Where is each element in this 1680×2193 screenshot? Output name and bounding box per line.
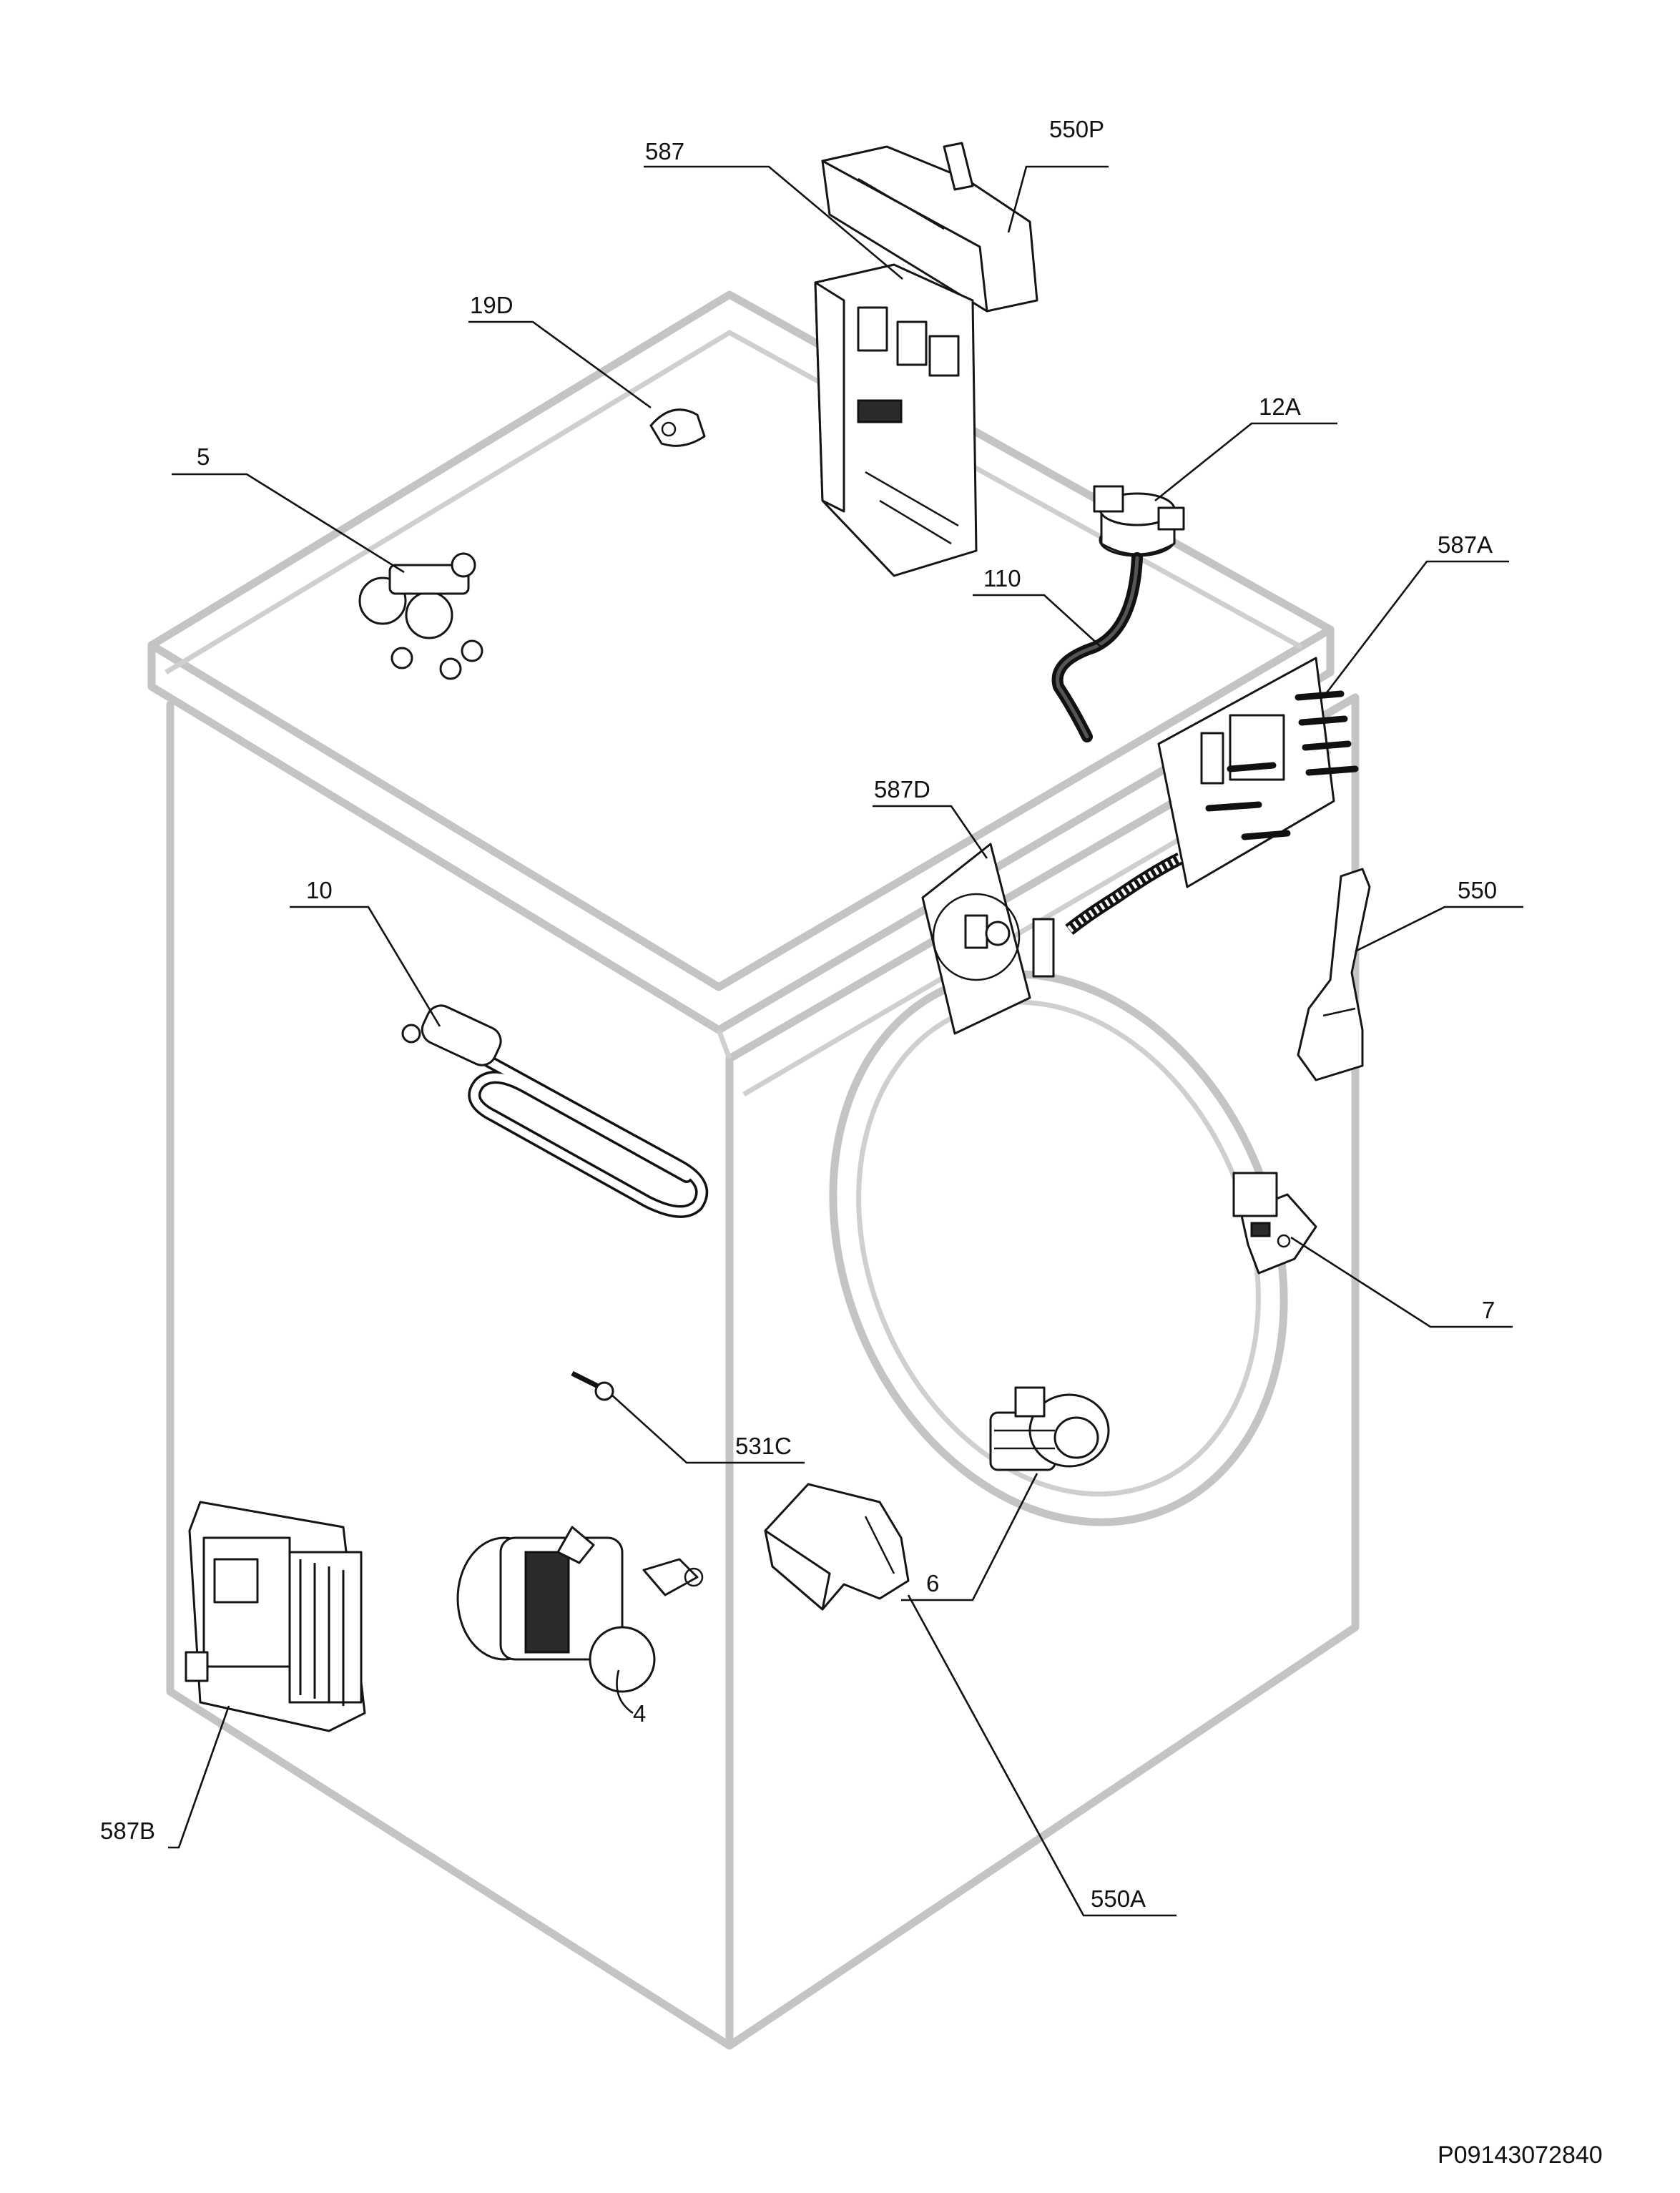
label-110: 110 [983, 565, 1021, 592]
part-12A-pressure-switch [1093, 485, 1185, 557]
label-587: 587 [645, 138, 684, 165]
label-587B: 587B [100, 1817, 155, 1844]
part-550A-cover [764, 1483, 910, 1611]
part-587-control-module [814, 263, 978, 577]
part-531C-screw [571, 1370, 614, 1401]
part-7-door-lock [1232, 1172, 1317, 1275]
part-4-motor [456, 1526, 704, 1693]
label-550A: 550A [1091, 1885, 1146, 1912]
part-5-inlet-valve [358, 552, 483, 680]
label-4: 4 [633, 1700, 646, 1727]
part-110-hose [1051, 552, 1143, 742]
label-10: 10 [306, 877, 333, 903]
label-531C: 531C [735, 1433, 792, 1459]
part-19D-clip [649, 408, 706, 447]
part-10-heating-element [401, 1004, 709, 1218]
label-19D: 19D [470, 292, 514, 318]
label-12A: 12A [1259, 393, 1301, 420]
label-5: 5 [197, 443, 210, 470]
label-7: 7 [1482, 1297, 1495, 1323]
part-587B-power-module [185, 1501, 366, 1732]
part-587A-display-board [1065, 657, 1359, 936]
cabinet-outline [147, 290, 1360, 2050]
label-550P: 550P [1049, 116, 1104, 142]
part-550P-module-cover [821, 142, 1038, 313]
part-labels: 587 550P 19D 12A 5 110 587A 587D 10 550 … [100, 116, 1497, 1912]
part-550-door-handle [1297, 868, 1371, 1081]
part-6-drain-pump [989, 1386, 1110, 1471]
part-code: P09143072840 [1438, 2142, 1603, 2169]
part-587D-selector-board [921, 843, 1055, 1035]
label-587A: 587A [1438, 531, 1493, 558]
label-587D: 587D [874, 776, 930, 803]
label-550: 550 [1458, 877, 1497, 903]
leader-lines [168, 165, 1523, 1917]
label-6: 6 [926, 1570, 939, 1596]
